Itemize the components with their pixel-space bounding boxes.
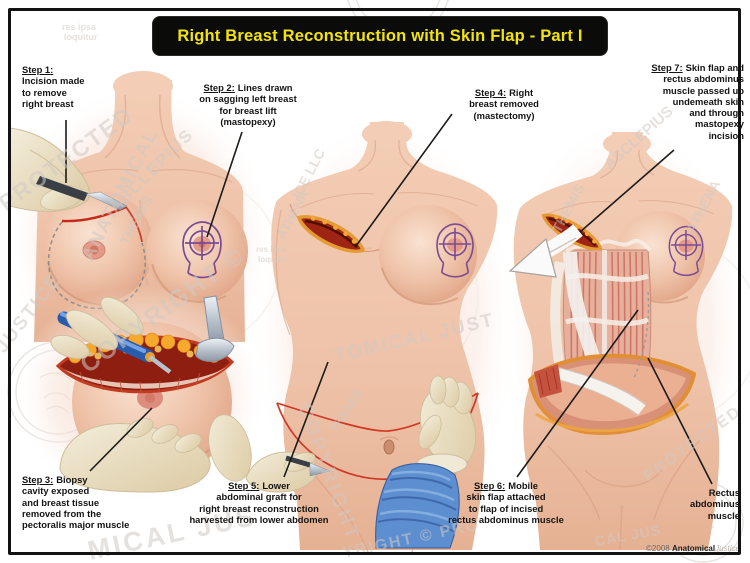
step-6-text: Mobile skin flap attached to flap of inc… [448,480,564,525]
inset-biopsy-closeup [12,287,268,503]
step-3-text: Biopsy cavity exposed and breast tissue … [22,474,130,531]
rectus-muscle-text: Rectus abdominus muscle [689,487,740,521]
step-5-label: Step 5: [228,480,260,491]
annotation-leader-lines [65,113,713,485]
copyright-brand: Anatomical [671,544,716,553]
step-1-text: Incision made to remove right breast [22,75,85,109]
annotation-step-2: Step 2:Lines drawn on sagging left breas… [181,82,315,127]
step-4-label: Step 4: [474,87,507,98]
step-7-label: Step 7: [651,62,683,73]
step-3-label: Step 3: [22,474,54,485]
annotation-step-5: Step 5:Lower abdominal graft for right b… [181,480,337,525]
step-1-label: Step 1: [22,64,54,75]
copyright-year: ©2008 [646,544,670,553]
figure-center-torso [245,115,520,553]
copyright-brand-suffix: Justice [715,544,740,553]
title-banner: Right Breast Reconstruction with Skin Fl… [152,16,608,56]
step-4-text: Right breast removed (mastectomy) [469,87,539,121]
watermark-text: loquitur [64,32,98,42]
step-5-text: Lower abdominal graft for right breast r… [189,480,329,525]
annotation-step-1: Step 1:Incision made to remove right bre… [22,64,118,109]
copyright-notice: ©2008 AnatomicalJustice [598,544,740,553]
annotation-step-3: Step 3:Biopsy cavity exposed and breast … [22,474,152,530]
step-6-label: Step 6: [474,480,506,491]
annotation-step-4: Step 4:Right breast removed (mastectomy) [449,87,559,121]
watermark-text: res ipsa [256,245,287,254]
step-2-text: Lines drawn on sagging left breast for b… [199,82,297,127]
watermark-text: loquitur [258,255,288,264]
step-2-label: Step 2: [203,82,235,93]
figure-right-torso [500,115,750,551]
page-title: Right Breast Reconstruction with Skin Fl… [177,26,583,45]
annotation-step-7: Step 7:Skin flap and rectus abdominus mu… [628,62,744,141]
watermark-text: res ipsa [62,22,97,32]
label-rectus-muscle: Rectus abdominus muscle [674,487,740,521]
annotation-step-6: Step 6:Mobile skin flap attached to flap… [432,480,580,525]
step-7-text: Skin flap and rectus abdominus muscle pa… [662,62,744,141]
